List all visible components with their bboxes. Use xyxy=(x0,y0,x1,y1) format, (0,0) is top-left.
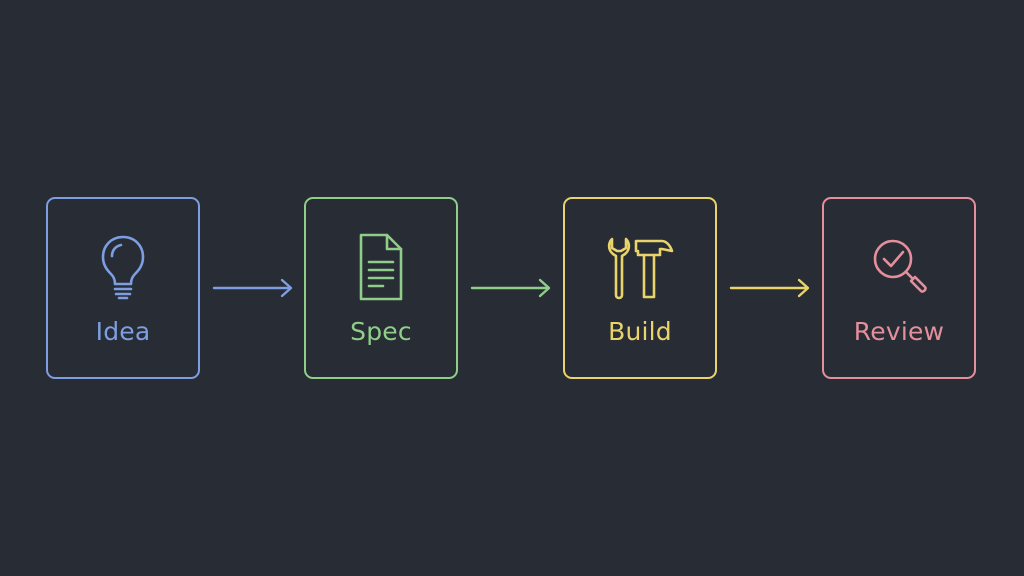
arrow-right-icon xyxy=(729,276,813,300)
arrow-right-icon xyxy=(470,276,554,300)
step-review: Review xyxy=(822,197,976,379)
step-label-review: Review xyxy=(853,317,945,346)
step-idea: Idea xyxy=(46,197,200,379)
magnifier-check-icon xyxy=(861,229,937,305)
arrow-right-icon xyxy=(212,276,296,300)
step-spec: Spec xyxy=(304,197,458,379)
document-icon xyxy=(343,229,419,305)
step-label-idea: Idea xyxy=(95,317,151,346)
lightbulb-icon xyxy=(85,229,161,305)
step-label-spec: Spec xyxy=(350,317,412,346)
step-label-build: Build xyxy=(608,317,672,346)
wrench-hammer-icon xyxy=(602,229,678,305)
step-build: Build xyxy=(563,197,717,379)
